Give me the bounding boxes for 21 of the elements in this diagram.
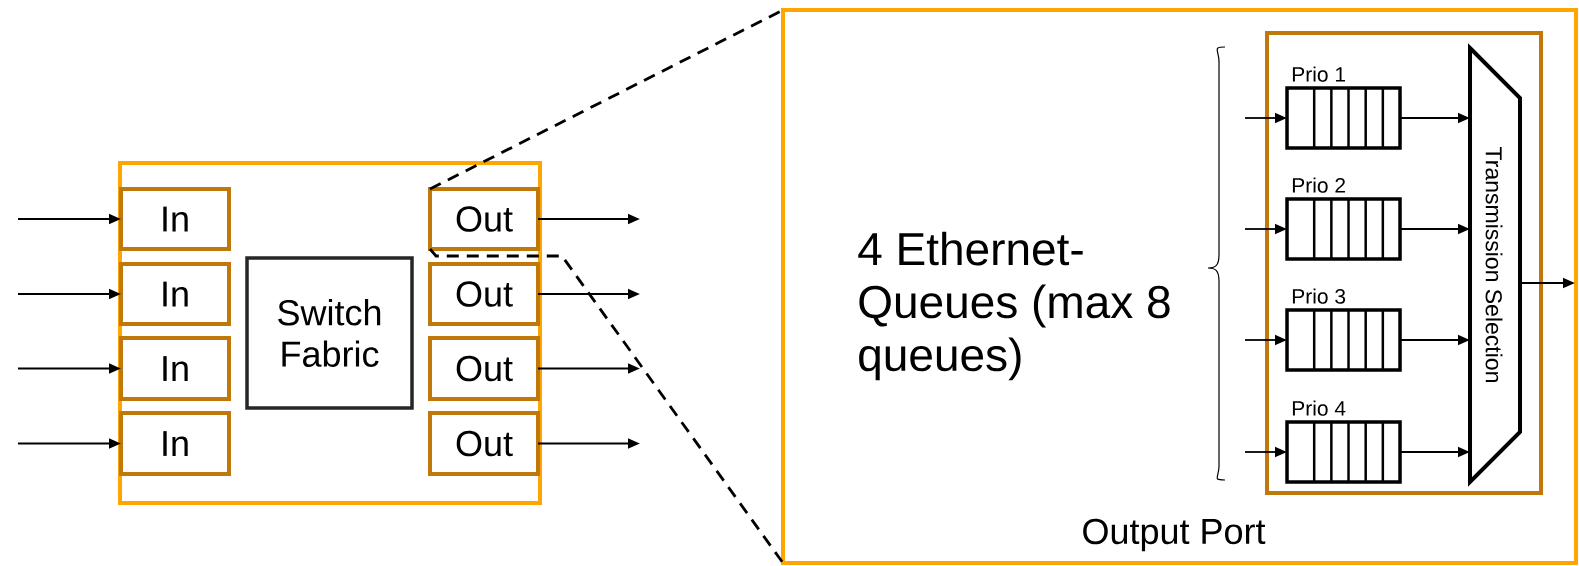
- port-box: Out: [428, 336, 540, 401]
- fabric-box: Switch Fabric: [245, 256, 414, 410]
- node-label: Prio 2: [1292, 177, 1345, 193]
- queue-buffer: Prio 3: [1285, 288, 1402, 372]
- port-box: In: [119, 411, 231, 476]
- node-label: Prio 1: [1292, 66, 1346, 82]
- port-box: In: [119, 262, 231, 326]
- node-label: Prio 4: [1292, 400, 1346, 416]
- queue-buffer: Prio 2: [1285, 177, 1402, 261]
- port-box: In: [119, 187, 231, 251]
- switch-box: [118, 161, 542, 505]
- queue-group-box: [1265, 31, 1543, 495]
- description-text: 4 Ethernet- Queues (max 8 queues): [858, 231, 1170, 381]
- port-box: Out: [428, 187, 540, 251]
- panel-title: Output Port: [1083, 518, 1266, 552]
- port-box: Out: [428, 411, 540, 476]
- port-box: In: [119, 336, 231, 401]
- node-label: Prio 3: [1292, 288, 1346, 304]
- queue-buffer: Prio 1: [1285, 66, 1402, 150]
- port-box: Out: [428, 262, 540, 326]
- queue-buffer: Prio 4: [1285, 400, 1402, 484]
